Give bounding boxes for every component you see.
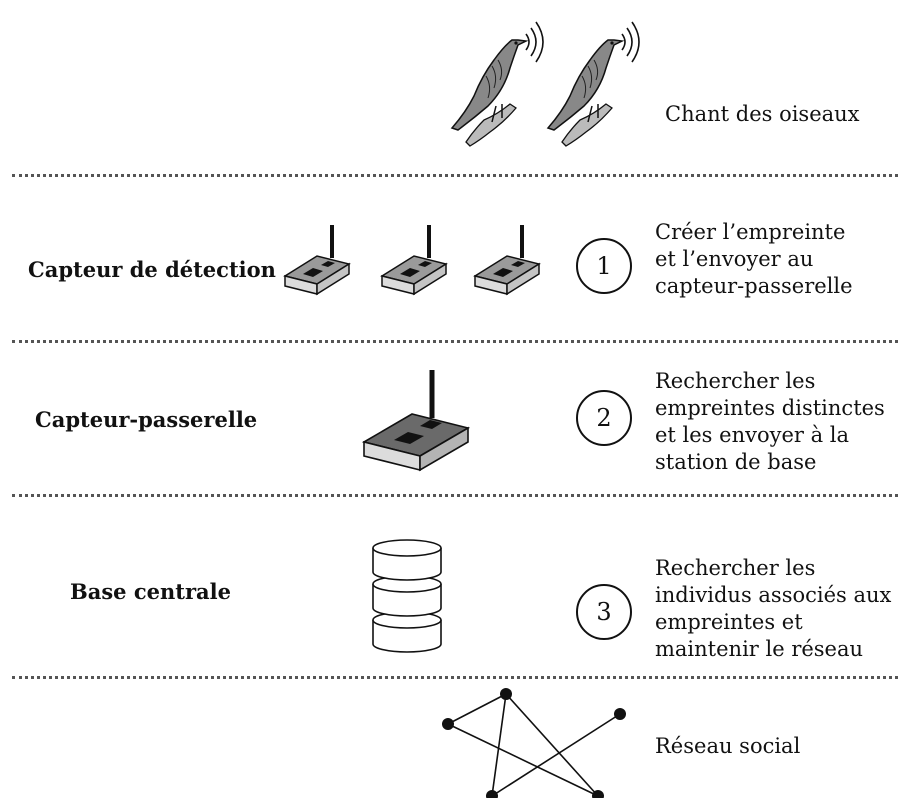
birdsong-caption: Chant des oiseaux [665, 102, 860, 126]
social-network-caption: Réseau social [655, 734, 801, 758]
step-number: 2 [576, 390, 632, 446]
sensor-node-icon [473, 225, 541, 296]
step-description: Rechercher les individus associés aux em… [655, 556, 892, 661]
step-description: Rechercher les empreintes distinctes et … [655, 369, 885, 474]
bird-icon [546, 21, 640, 147]
sensor-node-icon [283, 225, 351, 296]
step-number: 3 [576, 584, 632, 640]
gateway-sensor-icon [361, 370, 471, 472]
row-label: Capteur-passerelle [35, 407, 258, 432]
divider [12, 174, 898, 177]
bird-icon [450, 21, 544, 147]
divider [12, 340, 898, 343]
database-icon [372, 539, 442, 653]
social-network-graph-icon [442, 688, 626, 798]
sensor-node-icon [380, 225, 448, 296]
step-number: 1 [576, 238, 632, 294]
divider [12, 676, 898, 679]
step-description: Créer l’empreinte et l’envoyer au capteu… [655, 220, 853, 298]
divider [12, 494, 898, 497]
row-label: Base centrale [70, 579, 231, 604]
row-label: Capteur de détection [28, 257, 276, 282]
